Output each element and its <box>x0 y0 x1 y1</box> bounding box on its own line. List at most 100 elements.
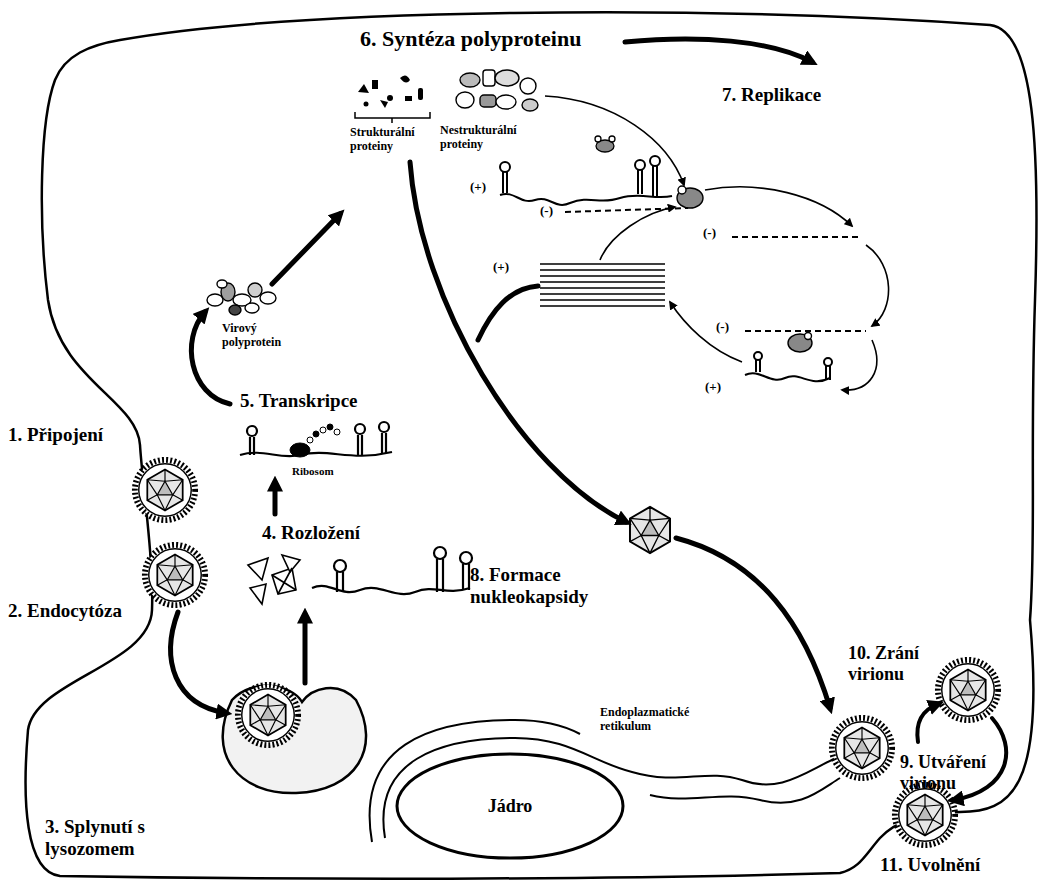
replication-strands <box>503 166 657 197</box>
process-arrows <box>625 39 812 62</box>
strand-sign: (-) <box>703 226 733 241</box>
strand-sign: (-) <box>716 320 746 335</box>
step-title: 5. Transkripce <box>240 390 410 412</box>
replication-complex <box>678 186 686 194</box>
virion-released <box>895 785 955 845</box>
step-title: 6. Syntéza polyproteinu <box>360 26 660 51</box>
thin-arrows <box>545 96 889 390</box>
structural-proteins <box>405 96 412 101</box>
virion-assembly <box>832 718 892 778</box>
replication-strands <box>745 373 830 381</box>
step-title: 7. Replikace <box>722 84 862 106</box>
replication-strands <box>754 352 762 360</box>
structural-proteins <box>358 84 369 93</box>
nucleus-outline <box>397 754 623 858</box>
virion-lysosome <box>238 685 298 745</box>
rna-translation <box>379 422 389 432</box>
ribosome <box>290 443 310 457</box>
replication-strands <box>824 358 832 366</box>
virion-mature <box>938 660 998 720</box>
rna-genome <box>312 547 472 594</box>
thin-arrows <box>866 245 889 326</box>
strand-sign: (-) <box>540 204 570 219</box>
nonstructural-proteins <box>495 70 519 86</box>
rna-genome <box>312 586 470 594</box>
cell-membrane <box>26 12 1037 878</box>
strand-sign: (+) <box>705 380 735 395</box>
structural-proteins <box>364 102 369 107</box>
polyprotein <box>245 303 259 313</box>
ribosome <box>313 431 319 437</box>
replication-strands <box>500 156 866 381</box>
step-title: 3. Splynutí s lysozomem <box>45 816 180 860</box>
protein-label: Nestrukturální proteiny <box>440 124 535 152</box>
capsid-fragments <box>272 568 296 594</box>
process-arrows <box>917 704 938 742</box>
protein-label: Strukturální proteiny <box>350 126 430 154</box>
nonstructural-proteins <box>480 95 496 107</box>
replication-strands <box>635 160 645 170</box>
protein-blob <box>609 136 615 142</box>
er-membrane <box>650 778 840 803</box>
polyprotein <box>229 305 241 315</box>
virion-endocytosis <box>145 545 205 605</box>
ribosome <box>320 427 326 433</box>
step-title: 2. Endocytóza <box>8 600 145 622</box>
bracket <box>355 112 430 123</box>
rna-genome <box>334 560 346 572</box>
process-arrows <box>171 612 226 713</box>
process-arrows <box>171 39 1007 800</box>
protein-label: Virový polyprotein <box>222 322 302 350</box>
structural-proteins <box>400 75 410 82</box>
rna-genome <box>434 547 446 559</box>
nonstructural-proteins <box>483 70 495 86</box>
step-title: 8. Formace nukleokapsidy <box>470 564 630 608</box>
replication-strands <box>745 330 866 332</box>
process-arrows <box>303 614 308 683</box>
nonstructural-proteins <box>520 78 536 94</box>
node-text: Jádro <box>488 796 533 817</box>
structural-proteins <box>418 88 423 100</box>
rna-translation <box>355 424 365 434</box>
strand-sign: (+) <box>493 260 523 275</box>
replication-strands <box>756 360 830 380</box>
step-title: 1. Připojení <box>8 424 138 446</box>
nonstructural-proteins <box>522 99 538 111</box>
step-title: 4. Rozložení <box>262 522 412 544</box>
replication-strands <box>500 162 510 172</box>
part-label: Ribosom <box>292 465 352 478</box>
nucleus: Jádro <box>395 752 625 860</box>
nonstructural-proteins <box>460 73 480 87</box>
rna-translation <box>247 426 257 436</box>
thin-arrows <box>705 187 852 226</box>
replication-stack <box>540 264 665 306</box>
node-text: Endoplazmatické retikulum <box>600 706 730 734</box>
ribosome <box>307 437 313 443</box>
thin-arrows <box>600 207 675 260</box>
structural-proteins <box>380 100 388 108</box>
step-title: 10. Zrání virionu <box>848 643 943 684</box>
process-arrows <box>273 482 278 514</box>
capsid-fragments <box>248 558 268 580</box>
rna-translation <box>240 452 392 456</box>
lysosome <box>223 686 366 793</box>
thin-arrows <box>670 302 742 362</box>
step-title: 9. Utváření virionu <box>900 752 1000 793</box>
rna-translation <box>240 422 392 456</box>
replication-strands <box>732 236 862 238</box>
ribosome <box>290 424 340 457</box>
capsid-fragments <box>248 555 300 604</box>
thin-arrows <box>545 96 684 185</box>
process-arrows <box>478 286 538 340</box>
nonstructural-proteins <box>456 70 538 111</box>
replication-strands <box>650 156 660 166</box>
polyprotein <box>207 294 223 306</box>
step-title: 11. Uvolnění <box>880 854 1030 876</box>
protein-blob <box>595 136 615 152</box>
ribosome <box>334 429 340 435</box>
protein-blob <box>595 136 601 142</box>
rna-genome <box>460 552 472 564</box>
replication-complex <box>677 186 812 352</box>
